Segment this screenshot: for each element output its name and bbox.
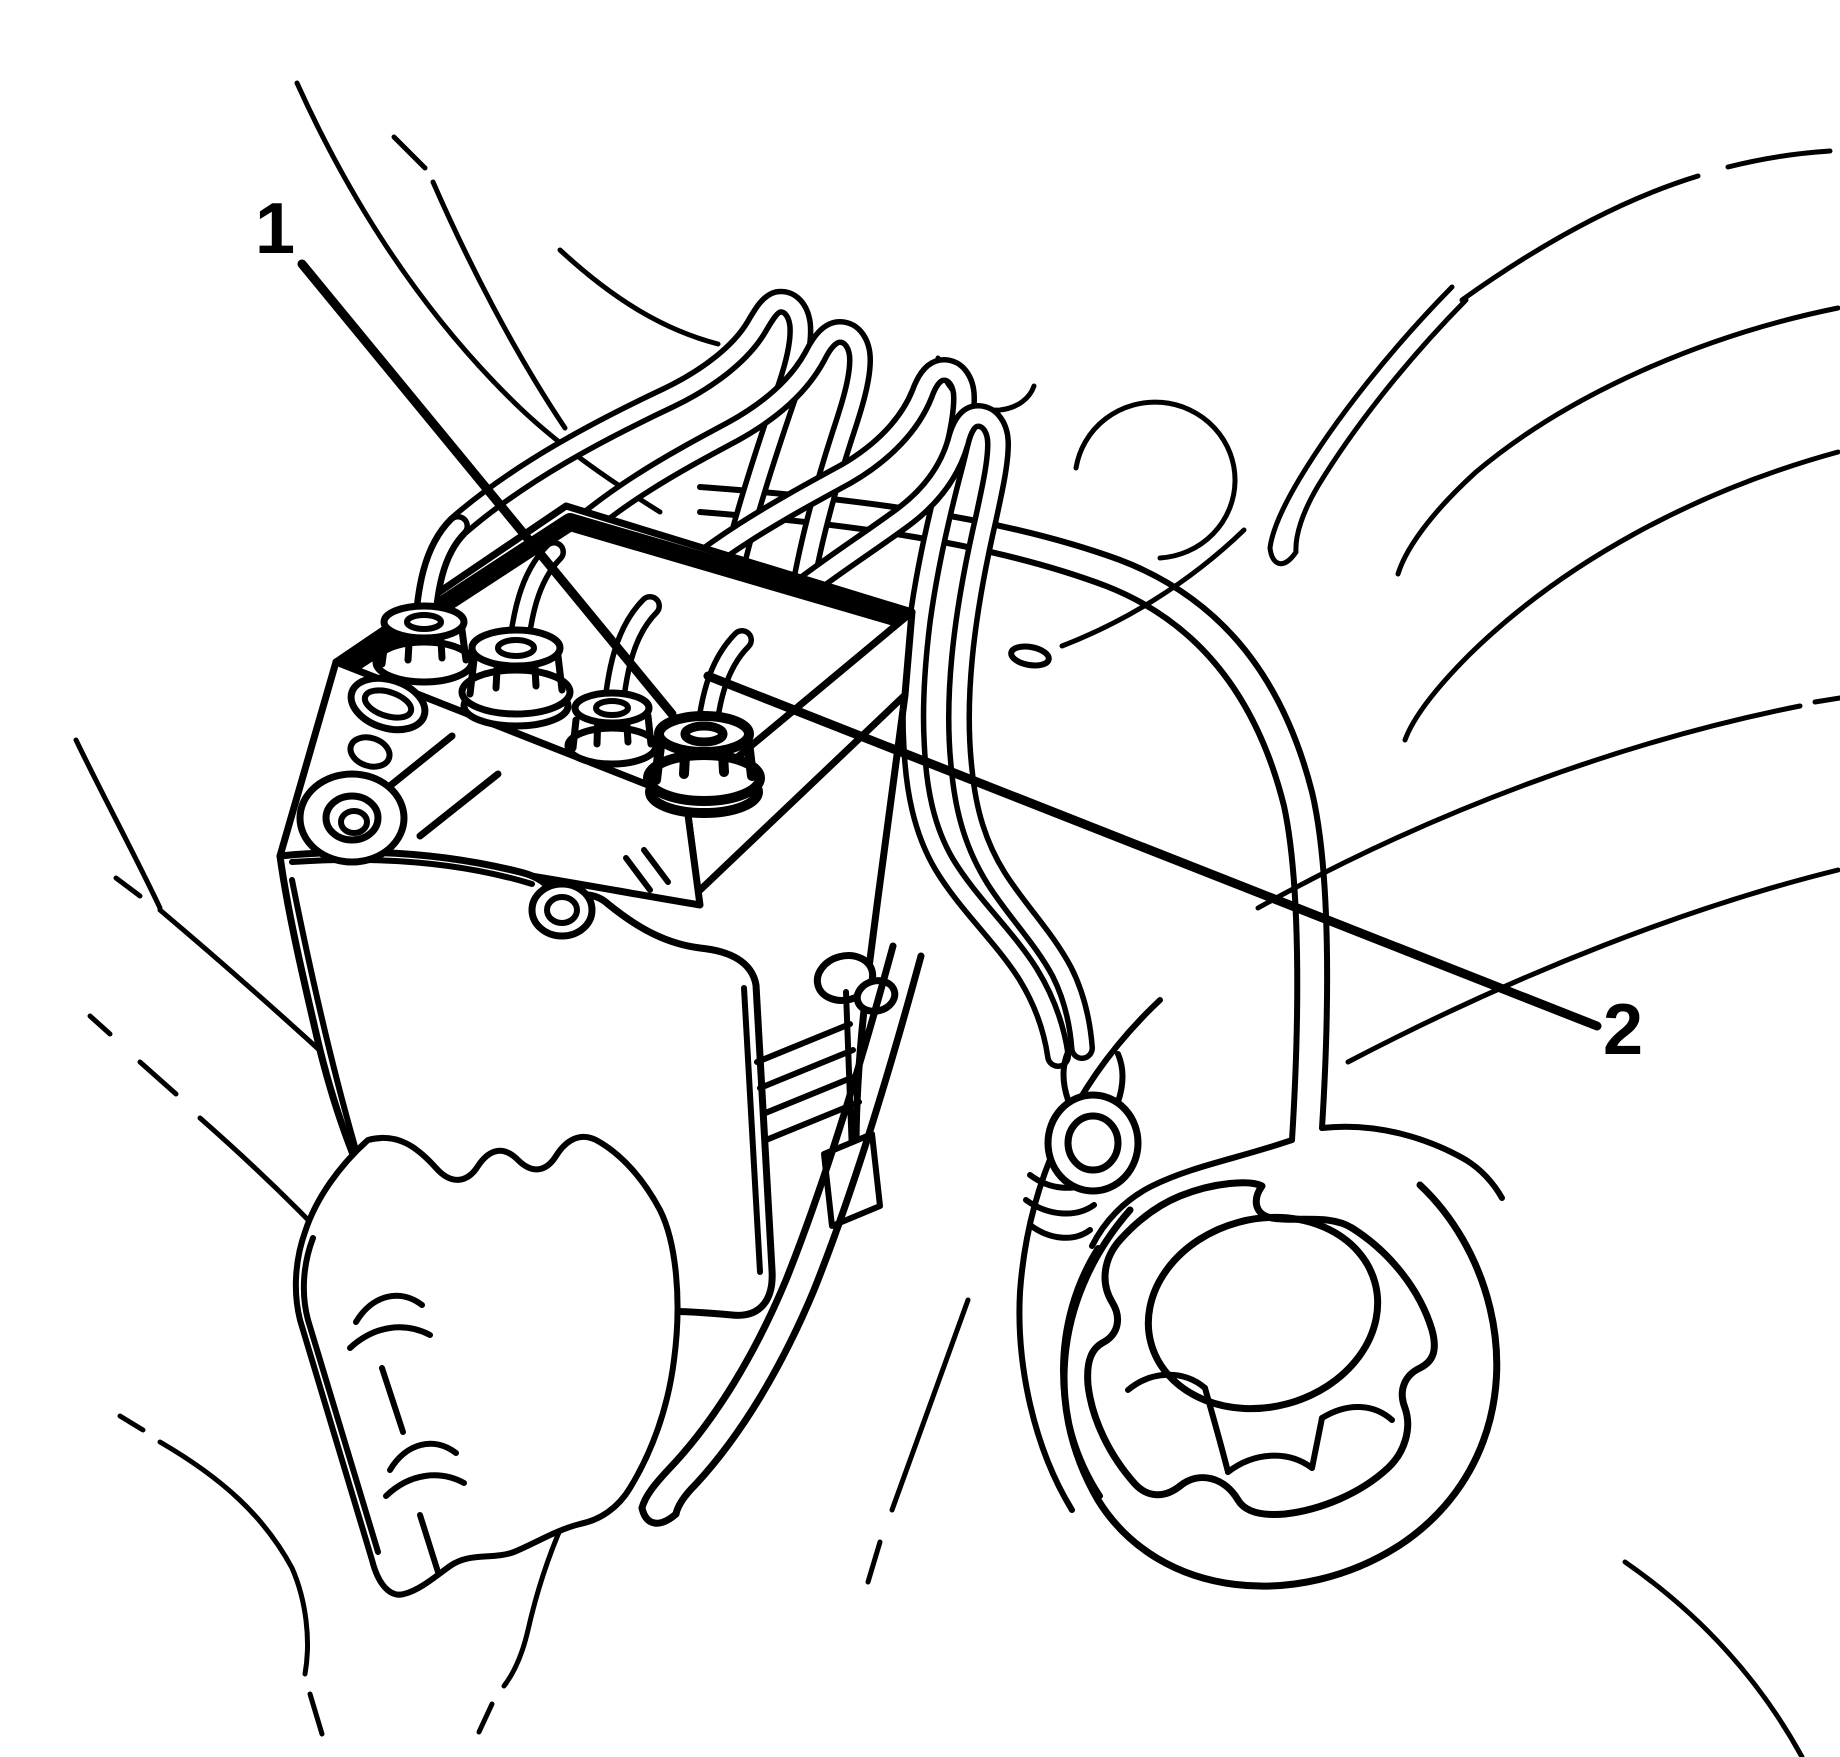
tube-nut-1 [372,602,476,686]
callout-1-label: 1 [255,189,295,269]
cap-scalloped-outline [1084,1179,1438,1518]
body-panel-lines [73,80,1840,1757]
plate-slot-hole [1008,643,1052,669]
brake-pipe-fittings [372,526,765,818]
tube-nut-3 [564,689,660,768]
strut-brace-loop [1267,284,1469,566]
reservoir-cap-assembly [1016,997,1505,1590]
bracket-chevron-2 [387,1440,459,1473]
bracket-chevron-1 [353,1292,425,1325]
panel-circle-arc [1073,399,1238,561]
valve-side-outline [852,691,909,1154]
callout-2-leader-line [703,671,1602,1031]
grommet-ring [1044,1049,1142,1195]
surface-hatch-marks [623,847,671,893]
callout-2: 2 [703,671,1643,1070]
tube-nut-4-callout-target [643,711,765,818]
mounting-boss-front [296,770,408,866]
mounting-bracket [292,1133,681,1598]
mounting-boss-mid [528,880,596,940]
mounting-ear-slot [361,687,415,721]
tube-nut-2 [458,626,574,730]
callout-1: 1 [255,189,677,719]
cap-inner-circle [1144,1213,1382,1413]
callout-2-label: 2 [1603,990,1643,1070]
retaining-strap [638,942,925,1527]
callout-1-leader-line [297,259,677,719]
